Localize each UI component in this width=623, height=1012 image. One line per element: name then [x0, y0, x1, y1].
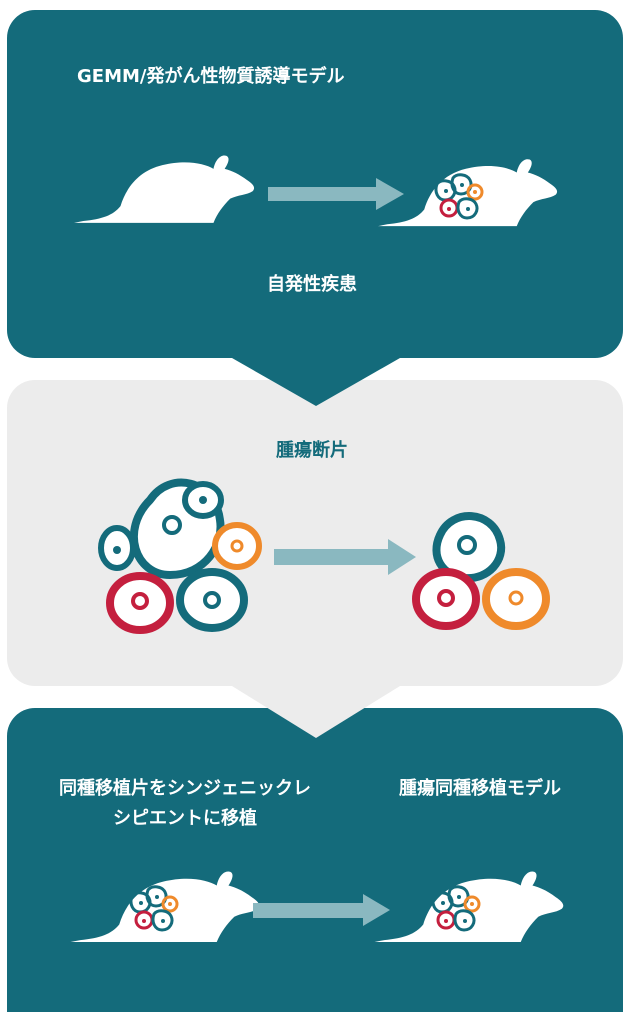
top-arrow-icon — [268, 178, 404, 210]
tumor-cluster-small-icon — [412, 512, 550, 630]
connector-triangle-1 — [232, 358, 400, 406]
tumor-cluster-large-icon — [98, 478, 262, 634]
tumor-fragment-title: 腫瘍断片 — [276, 440, 348, 461]
transplant-line-2: シピエントに移植 — [113, 808, 257, 829]
allograft-panel — [7, 708, 623, 1012]
gemm-title: GEMM/発がん性物質誘導モデル — [77, 66, 345, 87]
allograft-model-title: 腫瘍同種移植モデル — [399, 778, 561, 799]
spontaneous-disease-caption: 自発性疾患 — [267, 274, 357, 295]
top-tumor-mouse-icon — [378, 159, 558, 227]
bottom-arrow-icon — [253, 894, 390, 926]
transplant-line-1: 同種移植片をシンジェニックレ — [59, 778, 311, 799]
mid-arrow-icon — [274, 539, 416, 575]
top-plain-mouse-icon — [74, 155, 255, 223]
bottom-right-tumor-mouse-icon — [374, 871, 564, 943]
bottom-left-tumor-mouse-icon — [70, 871, 260, 943]
connector-triangle-2 — [232, 686, 400, 738]
